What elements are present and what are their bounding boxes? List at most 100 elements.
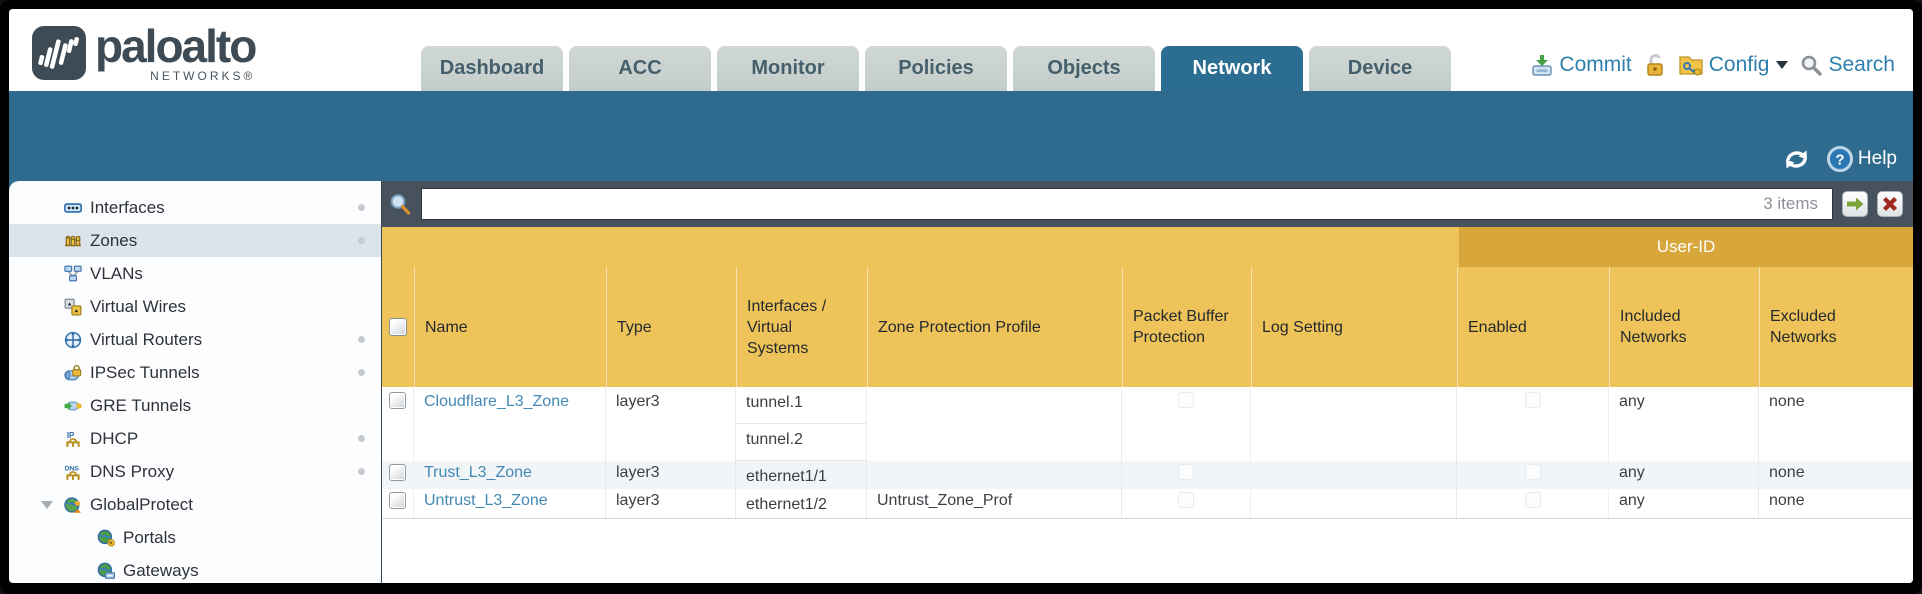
sidebar-item-zones[interactable]: Zones	[9, 224, 381, 257]
item-dot	[358, 336, 365, 343]
table-row: Cloudflare_L3_Zone layer3 tunnel.1 tunne…	[382, 387, 1913, 461]
item-dot	[358, 237, 365, 244]
ipsec-tunnels-icon	[64, 364, 82, 382]
user-id-enabled-checkbox	[1524, 392, 1541, 408]
zone-protection-cell	[867, 387, 1122, 461]
included-networks-cell: any	[1609, 461, 1759, 489]
global-search-button[interactable]: Search	[1800, 53, 1895, 77]
user-id-enabled-checkbox	[1524, 492, 1541, 508]
unlock-icon[interactable]	[1644, 53, 1666, 77]
row-select-checkbox[interactable]	[389, 464, 406, 481]
tab-dashboard[interactable]: Dashboard	[421, 46, 563, 91]
interface-value: tunnel.1	[736, 387, 866, 424]
sidebar-item-label: Gateways	[123, 560, 199, 580]
column-header-included-networks[interactable]: Included Networks	[1609, 267, 1759, 387]
user-id-group-header: User-ID	[1457, 227, 1913, 267]
svg-text:DNS: DNS	[65, 465, 80, 472]
item-dot	[358, 435, 365, 442]
tab-acc[interactable]: ACC	[569, 46, 711, 91]
tab-network[interactable]: Network	[1161, 46, 1303, 91]
search-icon	[1802, 55, 1823, 76]
sidebar-item-vlans[interactable]: VLANs	[9, 257, 381, 290]
tab-policies[interactable]: Policies	[865, 46, 1007, 91]
item-dot	[358, 204, 365, 211]
sidebar-item-gateways[interactable]: Gateways	[9, 554, 381, 583]
table-row: Trust_L3_Zone layer3 ethernet1/1 any non…	[382, 461, 1913, 489]
select-all-checkbox[interactable]	[389, 318, 407, 336]
filter-input[interactable]: 3 items	[421, 188, 1833, 220]
zone-name-link[interactable]: Cloudflare_L3_Zone	[424, 393, 569, 410]
zone-name-link[interactable]: Trust_L3_Zone	[424, 464, 532, 481]
zone-type-cell: layer3	[606, 387, 736, 461]
gateways-icon	[97, 562, 115, 580]
gre-tunnels-icon	[64, 397, 82, 415]
column-header-type[interactable]: Type	[606, 267, 736, 387]
red-x-icon	[1883, 197, 1897, 211]
sidebar-item-virtual-routers[interactable]: Virtual Routers	[9, 323, 381, 356]
sidebar-item-dns-proxy[interactable]: DNS DNS Proxy	[9, 455, 381, 488]
included-networks-cell: any	[1609, 387, 1759, 461]
column-header-enabled[interactable]: Enabled	[1457, 267, 1609, 387]
help-button[interactable]: ? Help	[1826, 145, 1897, 173]
sidebar-item-interfaces[interactable]: Interfaces	[9, 191, 381, 224]
help-icon: ?	[1826, 146, 1853, 172]
sidebar-item-dhcp[interactable]: IP DHCP	[9, 422, 381, 455]
filter-toolbar: 3 items	[382, 181, 1913, 227]
clear-filter-button[interactable]	[1877, 191, 1903, 217]
sidebar-item-gre-tunnels[interactable]: GRE Tunnels	[9, 389, 381, 422]
virtual-routers-icon	[64, 331, 82, 349]
excluded-networks-cell: none	[1759, 489, 1913, 518]
portals-icon	[97, 529, 115, 547]
sidebar-item-virtual-wires[interactable]: Virtual Wires	[9, 290, 381, 323]
row-select-checkbox[interactable]	[389, 492, 406, 509]
column-header-excluded-networks[interactable]: Excluded Networks	[1759, 267, 1913, 387]
column-header-interfaces[interactable]: Interfaces / Virtual Systems	[736, 267, 867, 387]
main-nav-tabs: Dashboard ACC Monitor Policies Objects N…	[421, 46, 1457, 91]
zone-interfaces-cell: tunnel.1 tunnel.2	[736, 387, 867, 461]
excluded-networks-cell: none	[1759, 387, 1913, 461]
sidebar-item-ipsec-tunnels[interactable]: IPSec Tunnels	[9, 356, 381, 389]
app-header: paloalto NETWORKS® Dashboard ACC Monitor…	[9, 9, 1913, 91]
filter-search-icon[interactable]	[388, 192, 412, 216]
sidebar-item-label: Portals	[123, 527, 176, 547]
brand-sub: NETWORKS®	[150, 69, 256, 83]
tab-objects[interactable]: Objects	[1013, 46, 1155, 91]
header-actions: Commit Config	[1530, 53, 1895, 77]
column-header-zone-protection[interactable]: Zone Protection Profile	[867, 267, 1122, 387]
included-networks-cell: any	[1609, 489, 1759, 518]
zone-type-cell: layer3	[606, 489, 736, 518]
log-setting-cell	[1251, 461, 1457, 489]
config-icon	[1679, 56, 1703, 76]
zone-protection-cell	[867, 461, 1122, 489]
app-window: paloalto NETWORKS® Dashboard ACC Monitor…	[9, 9, 1913, 583]
apply-filter-button[interactable]	[1842, 191, 1868, 217]
sidebar-item-portals[interactable]: Portals	[9, 521, 381, 554]
commit-button[interactable]: Commit	[1530, 53, 1632, 77]
sidebar-item-globalprotect[interactable]: GlobalProtect	[9, 488, 381, 521]
brand-logo: paloalto NETWORKS®	[31, 20, 257, 83]
config-label: Config	[1708, 53, 1770, 76]
row-select-checkbox[interactable]	[389, 392, 406, 409]
column-header-log-setting[interactable]: Log Setting	[1251, 267, 1457, 387]
column-header-packet-buffer[interactable]: Packet Buffer Protection	[1122, 267, 1251, 387]
packet-buffer-checkbox	[1178, 492, 1194, 508]
expand-arrow-icon[interactable]	[41, 500, 53, 509]
sidebar-item-label: Zones	[90, 230, 138, 250]
tab-device[interactable]: Device	[1309, 46, 1451, 91]
brand-name: paloalto	[95, 20, 257, 72]
column-header-name[interactable]: Name	[414, 267, 606, 387]
refresh-icon[interactable]	[1783, 147, 1810, 172]
help-label: Help	[1857, 148, 1897, 169]
svg-text:IP: IP	[67, 430, 74, 439]
paloalto-logo-icon	[32, 26, 86, 80]
config-menu-button[interactable]: Config	[1678, 53, 1789, 77]
sidebar-item-label: DHCP	[90, 428, 139, 448]
virtual-wires-icon	[64, 298, 82, 316]
zone-name-link[interactable]: Untrust_L3_Zone	[424, 492, 548, 509]
tab-monitor[interactable]: Monitor	[717, 46, 859, 91]
svg-text:?: ?	[1835, 152, 1844, 169]
sidebar-item-label: GlobalProtect	[90, 494, 193, 514]
item-dot	[358, 369, 365, 376]
sidebar-item-label: Virtual Wires	[90, 296, 187, 316]
config-caret-icon	[1776, 61, 1789, 69]
